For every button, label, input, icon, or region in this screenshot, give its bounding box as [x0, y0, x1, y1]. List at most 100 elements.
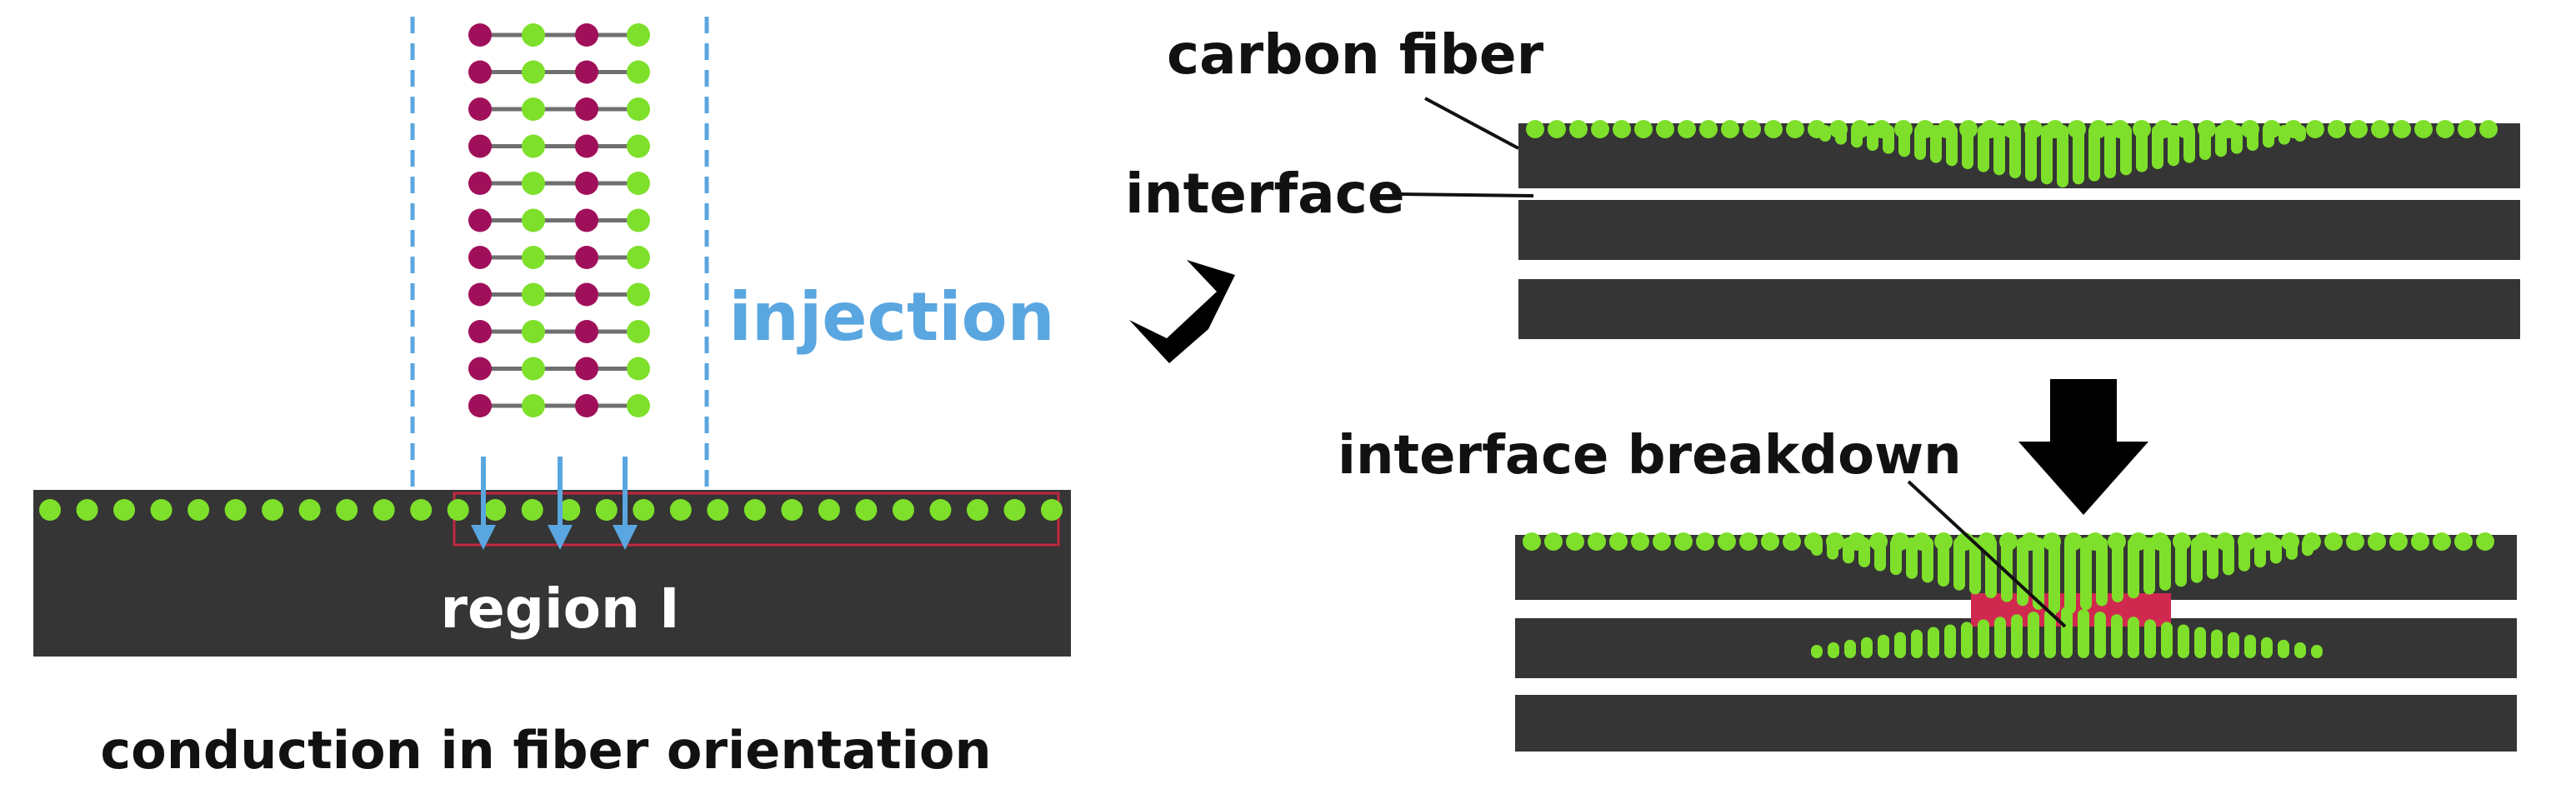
fiber-particle	[2161, 622, 2173, 658]
surface-particle	[521, 499, 543, 521]
surface-particle	[484, 499, 507, 521]
fiber-particle	[1699, 120, 1718, 138]
fiber-particle	[2128, 537, 2139, 599]
fiber-particle	[2261, 637, 2273, 658]
fiber-particle	[1978, 619, 1989, 658]
surface-particle	[373, 499, 395, 521]
fiber-particle	[1969, 537, 1981, 595]
fiber-particle	[2033, 537, 2044, 610]
fiber-particle	[2104, 125, 2116, 178]
surface-particle	[669, 499, 692, 521]
fiber-particle	[1946, 125, 1958, 167]
fiber-particle	[2183, 125, 2195, 163]
chain-bead	[468, 246, 492, 269]
surface-particle	[966, 499, 988, 521]
fiber-particle	[2001, 537, 2013, 602]
fiber-particle	[1874, 537, 1886, 572]
fiber-particle	[2349, 120, 2368, 138]
surface-particle	[262, 499, 284, 521]
fiber-particle	[1656, 120, 1674, 138]
fiber-particle	[1994, 617, 2006, 658]
fiber-particle	[2061, 607, 2073, 658]
chain-bead	[522, 23, 545, 47]
injection-arrowhead	[471, 525, 496, 550]
interface-label: interface	[1125, 162, 1405, 226]
fiber-particle	[2168, 125, 2179, 167]
fiber-particle	[2009, 125, 2021, 178]
fiber-particle	[2393, 120, 2411, 138]
fiber-particle	[2294, 642, 2306, 658]
fiber-particle	[2414, 120, 2433, 138]
fiber-particle	[1944, 624, 1956, 658]
chain-bead	[468, 134, 492, 158]
fiber-particle	[2073, 125, 2084, 185]
fiber-particle	[1914, 125, 1926, 160]
fiber-particle	[1609, 532, 1628, 551]
chain-bead	[522, 320, 545, 343]
fiber-particle	[2178, 624, 2189, 658]
fiber-particle	[2223, 537, 2234, 576]
molecular-chains	[468, 23, 650, 417]
fiber-particle	[2278, 639, 2289, 658]
fiber-particle	[2228, 632, 2239, 658]
fiber-particle	[2294, 125, 2306, 142]
fiber-particle	[1811, 537, 1823, 556]
chain-bead	[468, 282, 492, 307]
fiber-particle	[2025, 125, 2037, 182]
fiber-particle	[2207, 537, 2218, 580]
breakdown-label: interface breakdown	[1338, 425, 1962, 487]
fiber-particle	[2041, 125, 2053, 185]
fiber-particle	[2479, 120, 2498, 138]
interface-pointer	[1399, 192, 1534, 197]
fiber-particle	[1569, 120, 1588, 138]
surface-particle	[633, 499, 655, 521]
fiber-particle	[2088, 125, 2100, 182]
chain-bead	[522, 394, 545, 417]
fiber-particle	[2302, 537, 2313, 557]
fiber-particle	[2143, 537, 2155, 595]
fiber-particle	[1739, 532, 1758, 551]
chain-bead	[522, 208, 545, 232]
chain-bead	[522, 172, 545, 195]
fiber-particle	[2215, 125, 2227, 157]
fiber-particle	[1566, 532, 1584, 551]
chain-bead	[575, 394, 598, 417]
fiber-particle	[1761, 532, 1779, 551]
fiber-particle	[2159, 537, 2171, 591]
fiber-particle	[2080, 537, 2092, 611]
fiber-particle	[1961, 622, 1973, 658]
fiber-particle	[1985, 537, 1997, 599]
surface-particle	[113, 499, 136, 521]
surface-particle	[707, 499, 729, 521]
fiber-layer	[1518, 200, 2520, 260]
green-particles	[1523, 532, 2494, 658]
chain-bead	[468, 208, 492, 232]
carbon-fiber-pointer	[1424, 97, 1519, 150]
fiber-particle	[2064, 537, 2076, 614]
fiber-particle	[2411, 532, 2429, 551]
fiber-particle	[1938, 537, 1949, 587]
surface-particle	[855, 499, 878, 521]
fiber-particle	[2346, 532, 2364, 551]
fiber-particle	[1696, 532, 1714, 551]
fiber-particle	[1993, 125, 2005, 176]
fiber-particle	[1819, 125, 1831, 142]
fiber-particle	[1721, 120, 1739, 138]
surface-particle	[76, 499, 98, 521]
fiber-particle	[2263, 125, 2274, 148]
fiber-particle	[1678, 120, 1696, 138]
fiber-particle	[1674, 532, 1693, 551]
chain-bead	[522, 246, 545, 269]
fiber-particle	[2152, 125, 2163, 169]
fiber-particle	[2311, 645, 2323, 658]
fiber-particle	[1962, 125, 1973, 169]
fiber-particle	[2112, 537, 2123, 602]
fiber-particle	[1548, 120, 1566, 138]
fiber-particle	[1878, 634, 1889, 658]
chain-bead	[522, 134, 545, 158]
chain-bead	[575, 246, 598, 269]
chain-bead	[575, 134, 598, 158]
surface-particle	[410, 499, 433, 521]
chain-bead	[627, 172, 650, 195]
